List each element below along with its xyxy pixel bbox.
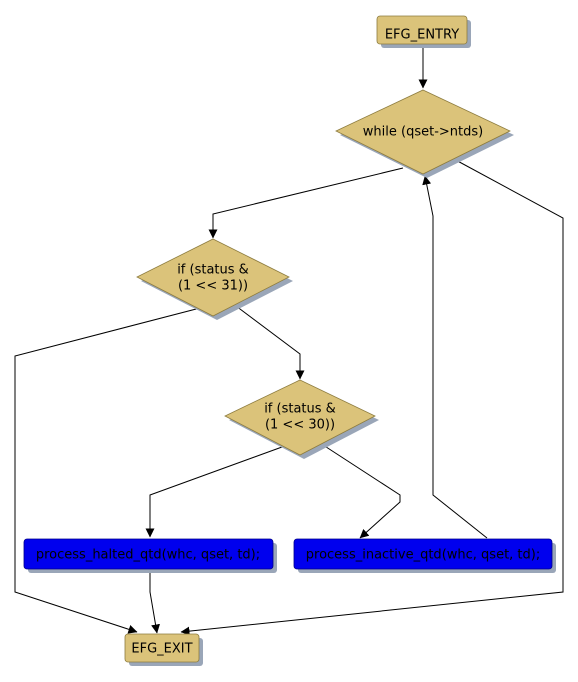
halted-call-node: process_halted_qtd(whc, qset, td);	[23, 538, 277, 573]
edges	[14, 45, 564, 636]
if-halted-node: if (status & (1 << 31))	[136, 238, 293, 320]
exit-label: EFG_EXIT	[131, 642, 192, 657]
edge-if-halted-to-if-active	[235, 305, 305, 380]
exit-node: EFG_EXIT	[124, 633, 203, 666]
if-active-label-line2: (1 << 30))	[265, 418, 335, 433]
edge-if-active-to-inactive-call	[319, 442, 401, 539]
if-halted-label-line2: (1 << 31))	[178, 279, 248, 294]
while-loop-label: while (qset->ntds)	[363, 125, 483, 140]
halted-call-label: process_halted_qtd(whc, qset, td);	[36, 548, 260, 563]
edge-inactive-call-to-while	[422, 175, 488, 539]
entry-label: EFG_ENTRY	[385, 28, 459, 43]
inactive-call-node: process_inactive_qtd(whc, qset, td);	[293, 538, 556, 573]
edge-while-to-exit	[180, 157, 564, 636]
edge-halted-call-to-exit	[149, 571, 160, 634]
inactive-call-label: process_inactive_qtd(whc, qset, td);	[306, 548, 540, 563]
if-active-node: if (status & (1 << 30))	[224, 379, 379, 459]
entry-node: EFG_ENTRY	[376, 15, 471, 48]
while-loop-node: while (qset->ntds)	[335, 89, 514, 178]
edge-if-halted-to-exit	[14, 307, 201, 634]
if-active-label-line1: if (status &	[264, 402, 336, 417]
edge-if-active-to-halted-call	[145, 446, 283, 538]
if-halted-label-line1: if (status &	[177, 263, 249, 278]
edge-while-to-if-halted	[208, 167, 404, 239]
